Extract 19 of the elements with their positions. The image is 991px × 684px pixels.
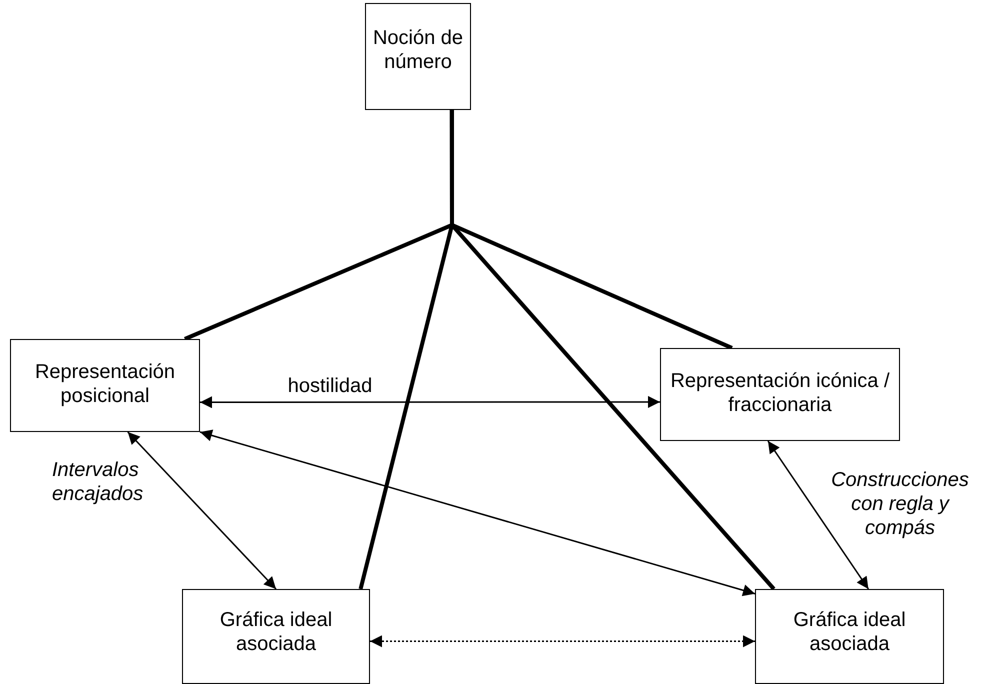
edge-label: Construcciones con regla y compás	[830, 468, 970, 540]
node-text: Noción de número	[372, 26, 464, 74]
concept-box	[182, 589, 370, 684]
connector-line	[450, 110, 776, 590]
double-arrow	[200, 430, 756, 596]
edge-label: Intervalos encajados	[52, 458, 144, 506]
concept-box	[660, 348, 900, 441]
double-arrow	[127, 431, 277, 590]
node-text: Representación icónica / fraccionaria	[669, 369, 890, 417]
edge-label: hostilidad	[288, 374, 372, 398]
concept-box	[365, 3, 471, 110]
concept-box	[10, 339, 200, 432]
double-arrow	[200, 396, 660, 408]
node-text: Gráfica ideal asociada	[218, 608, 334, 656]
concept-box	[755, 589, 944, 684]
double-arrow	[767, 440, 870, 590]
node-text: Representación posicional	[34, 360, 176, 408]
node-text: Gráfica ideal asociada	[792, 608, 907, 656]
double-arrow	[370, 635, 755, 648]
